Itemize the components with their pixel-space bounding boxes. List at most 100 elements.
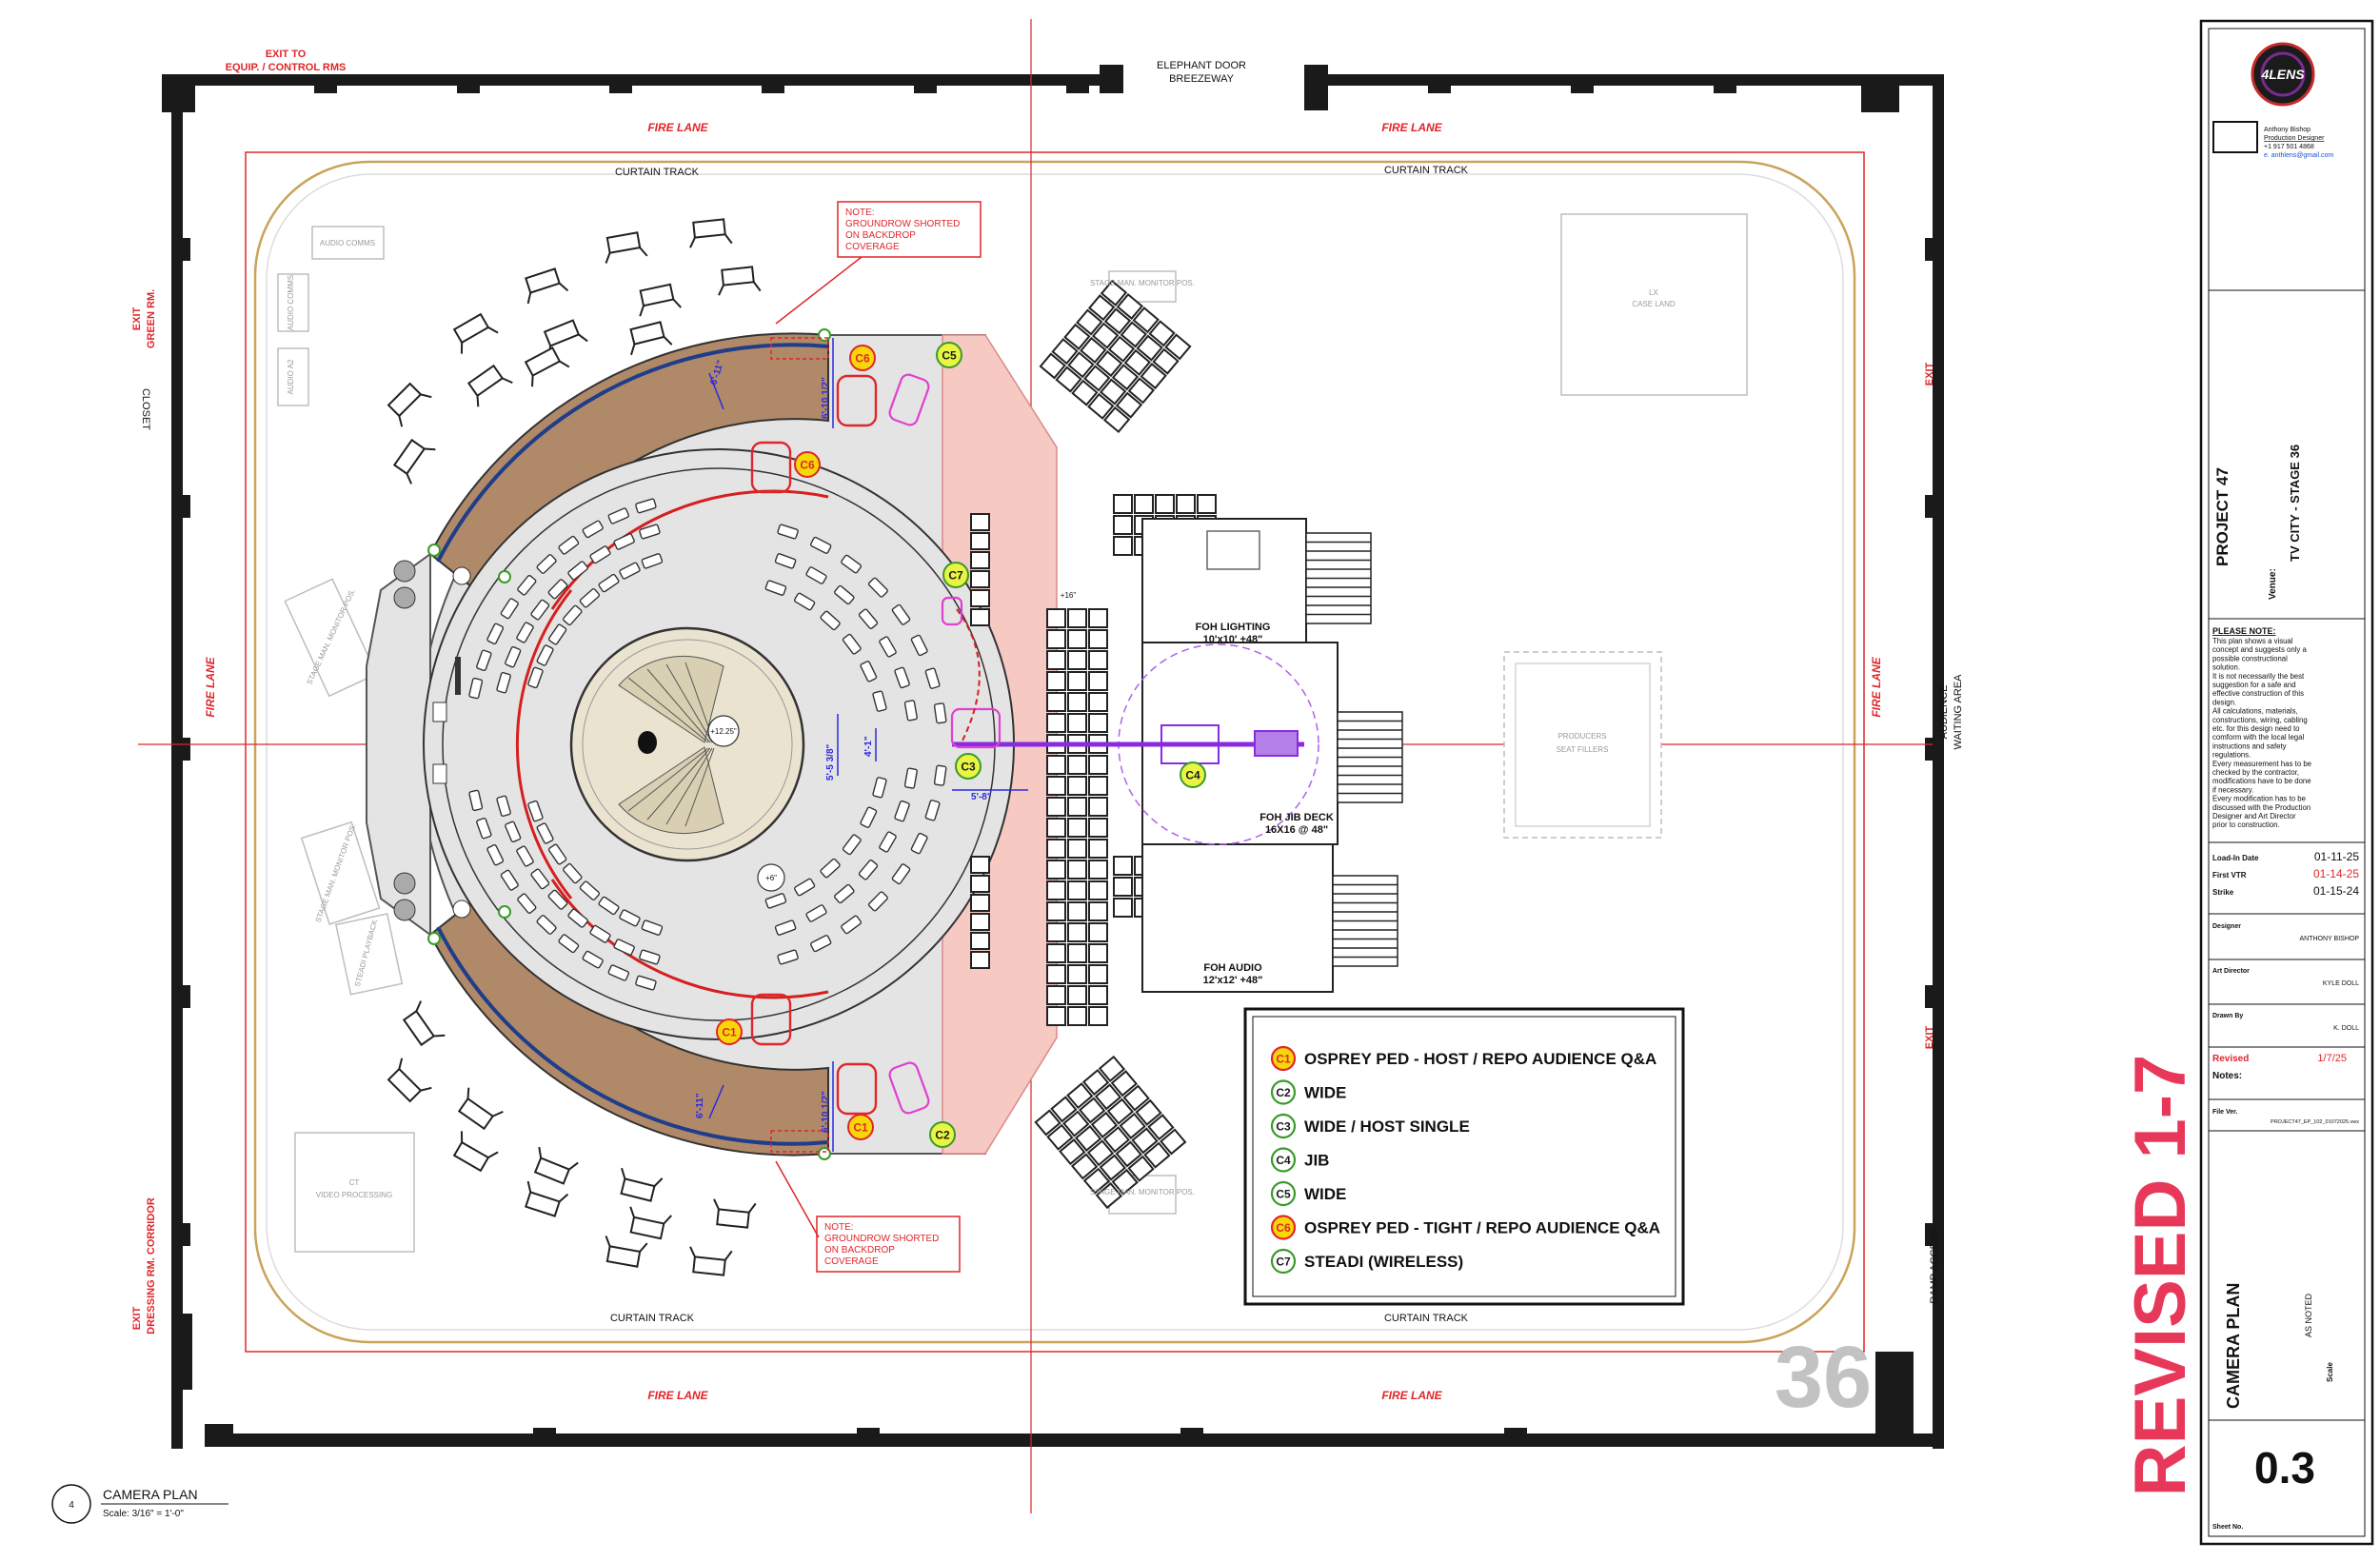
note-line: instructions and safety [2212,741,2287,750]
camera-marker-c1: C1 [716,1018,743,1045]
seat [635,975,657,991]
load-in-value: 01-11-25 [2314,850,2359,863]
seat [891,603,911,625]
note-line: It is not necessarily the best [2212,672,2305,681]
legend-badge [1270,1079,1297,1105]
svg-text:C7: C7 [948,569,963,583]
center-stairs [618,655,724,835]
label-curtain-track-tr: CURTAIN TRACK [1384,165,1469,176]
seat [903,767,918,789]
riser-seat [1091,322,1120,349]
seat [834,883,855,904]
view-scale: Scale: 3/16" = 1'-0" [103,1509,184,1519]
seat [496,795,511,818]
riser-seat [1051,338,1079,366]
riser-seat [1078,1097,1106,1124]
note-bot-2: GROUNDROW SHORTED [824,1234,939,1244]
backstage-boxes [277,213,1748,1253]
label-foh-audio-1: FOH AUDIO [1203,962,1262,974]
curtain-track-inner [266,173,1844,1331]
seat [924,667,941,689]
riser-seat [1067,351,1095,379]
label-audio-comms: AUDIO COMMS [320,239,375,247]
seat [582,950,604,969]
riser-seat [970,932,990,950]
seat [517,575,537,596]
strike-label: Strike [2212,888,2234,897]
groundrow-top [770,337,829,360]
riser-seat [1046,839,1066,859]
riser-seat [1136,334,1163,362]
seat [894,800,910,822]
riser-seat [1076,308,1103,336]
seat [563,862,583,884]
view-number: 4 [69,1500,74,1511]
jib-base [1254,730,1299,757]
seat [834,584,855,605]
note-line: comform with the local legal [2212,733,2304,741]
label-exit-green-2: GREEN RM. [146,289,157,348]
riser-seat [970,589,990,607]
seat [547,579,568,600]
seat [910,832,928,855]
riser-seat [1046,755,1066,775]
legend-badge [1270,1113,1297,1139]
legend-label: STEADI (WIRELESS) [1304,1253,1463,1271]
riser-seat [1148,320,1176,347]
seat [793,592,816,611]
legend-id: C4 [1276,1154,1291,1167]
riser-seat [1100,279,1128,306]
riser-seat [1131,1127,1159,1155]
seat [547,623,567,645]
camera-marker-c6: C6 [849,345,876,371]
seat [607,964,630,981]
riser-seat [1039,352,1066,380]
venue-label: Venue: [2268,568,2278,600]
riser-seat [1123,348,1151,376]
label-exit-dressing-2: DRESSING RM. CORRIDOR [146,1197,157,1335]
riser-seat [1134,494,1154,514]
label-foh-lighting-1: FOH LIGHTING [1196,622,1271,633]
label-producers-2: SEAT FILLERS [1557,745,1609,754]
note-line: regulations. [2212,751,2251,760]
legend-id: C1 [1276,1053,1291,1066]
seat [858,860,879,880]
groundrow-bottom [770,1130,829,1153]
riser-seat [1088,818,1108,838]
riser-seat [1083,365,1111,392]
riser-seat [1067,860,1087,880]
seat [500,869,519,891]
dim-top-cam: 6'-10 1/2" [821,377,831,419]
label-audio-a2: AUDIO A2 [287,359,295,394]
seat [468,789,484,812]
seat [841,915,863,935]
label-exit-green-1: EXIT [131,306,143,330]
riser-seat [1143,1141,1171,1169]
note-line: checked by the contractor, [2212,768,2299,777]
legend-id: C2 [1276,1086,1291,1099]
seat [496,671,511,694]
riser-seat [1059,1138,1086,1166]
riser-seat [1080,336,1107,364]
riser-seat [1046,776,1066,796]
designer-phone: +1 917 501 4868 [2264,144,2314,150]
seat [476,649,492,672]
riser-seat [1197,494,1217,514]
label-curtain-track-tl: CURTAIN TRACK [615,167,700,178]
note-top-1: NOTE: [845,208,875,218]
foh-stairs [1305,532,1403,967]
riser-seat [1116,292,1143,320]
riser-seat [1067,713,1087,733]
label-audience-1: AUDIENCE [1938,685,1950,740]
riser-seat [1046,964,1066,984]
seat [607,507,630,524]
riser-seat [1113,877,1133,897]
revised-value: 1/7/25 [2317,1053,2347,1064]
note-line: modifications have to be done [2212,777,2311,785]
seat [903,700,918,722]
